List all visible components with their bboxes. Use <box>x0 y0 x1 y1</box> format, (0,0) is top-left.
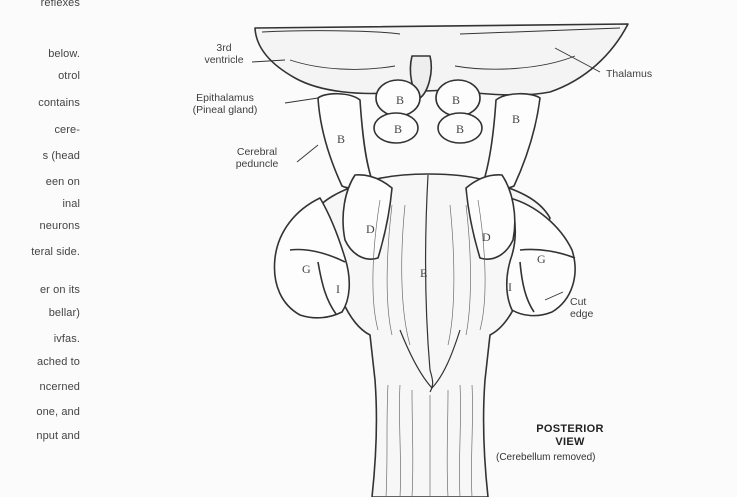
region-label: B <box>394 122 402 137</box>
region-label: D <box>366 222 375 237</box>
cut-edge-label: Cut edge <box>570 296 593 320</box>
region-label: B <box>452 93 460 108</box>
region-label: I <box>508 280 512 295</box>
epithalamus-label: Epithalamus (Pineal gland) <box>166 92 284 116</box>
region-label: E <box>420 266 427 281</box>
region-label: D <box>482 230 491 245</box>
region-label: I <box>336 282 340 297</box>
region-label: B <box>396 93 404 108</box>
region-label: G <box>302 262 311 277</box>
peduncle-right-shape <box>484 94 540 188</box>
view-caption-title: POSTERIOR VIEW <box>510 423 630 449</box>
third-ventricle-label: 3rd ventricle <box>200 42 248 66</box>
region-label: G <box>537 252 546 267</box>
thalamus-label: Thalamus <box>606 68 652 80</box>
thalamus-shape <box>255 24 628 95</box>
cerebral-peduncle-label: Cerebral peduncle <box>218 146 296 170</box>
region-label: B <box>337 132 345 147</box>
region-label: B <box>512 112 520 127</box>
view-caption-subtitle: (Cerebellum removed) <box>496 452 595 463</box>
region-label: B <box>456 122 464 137</box>
